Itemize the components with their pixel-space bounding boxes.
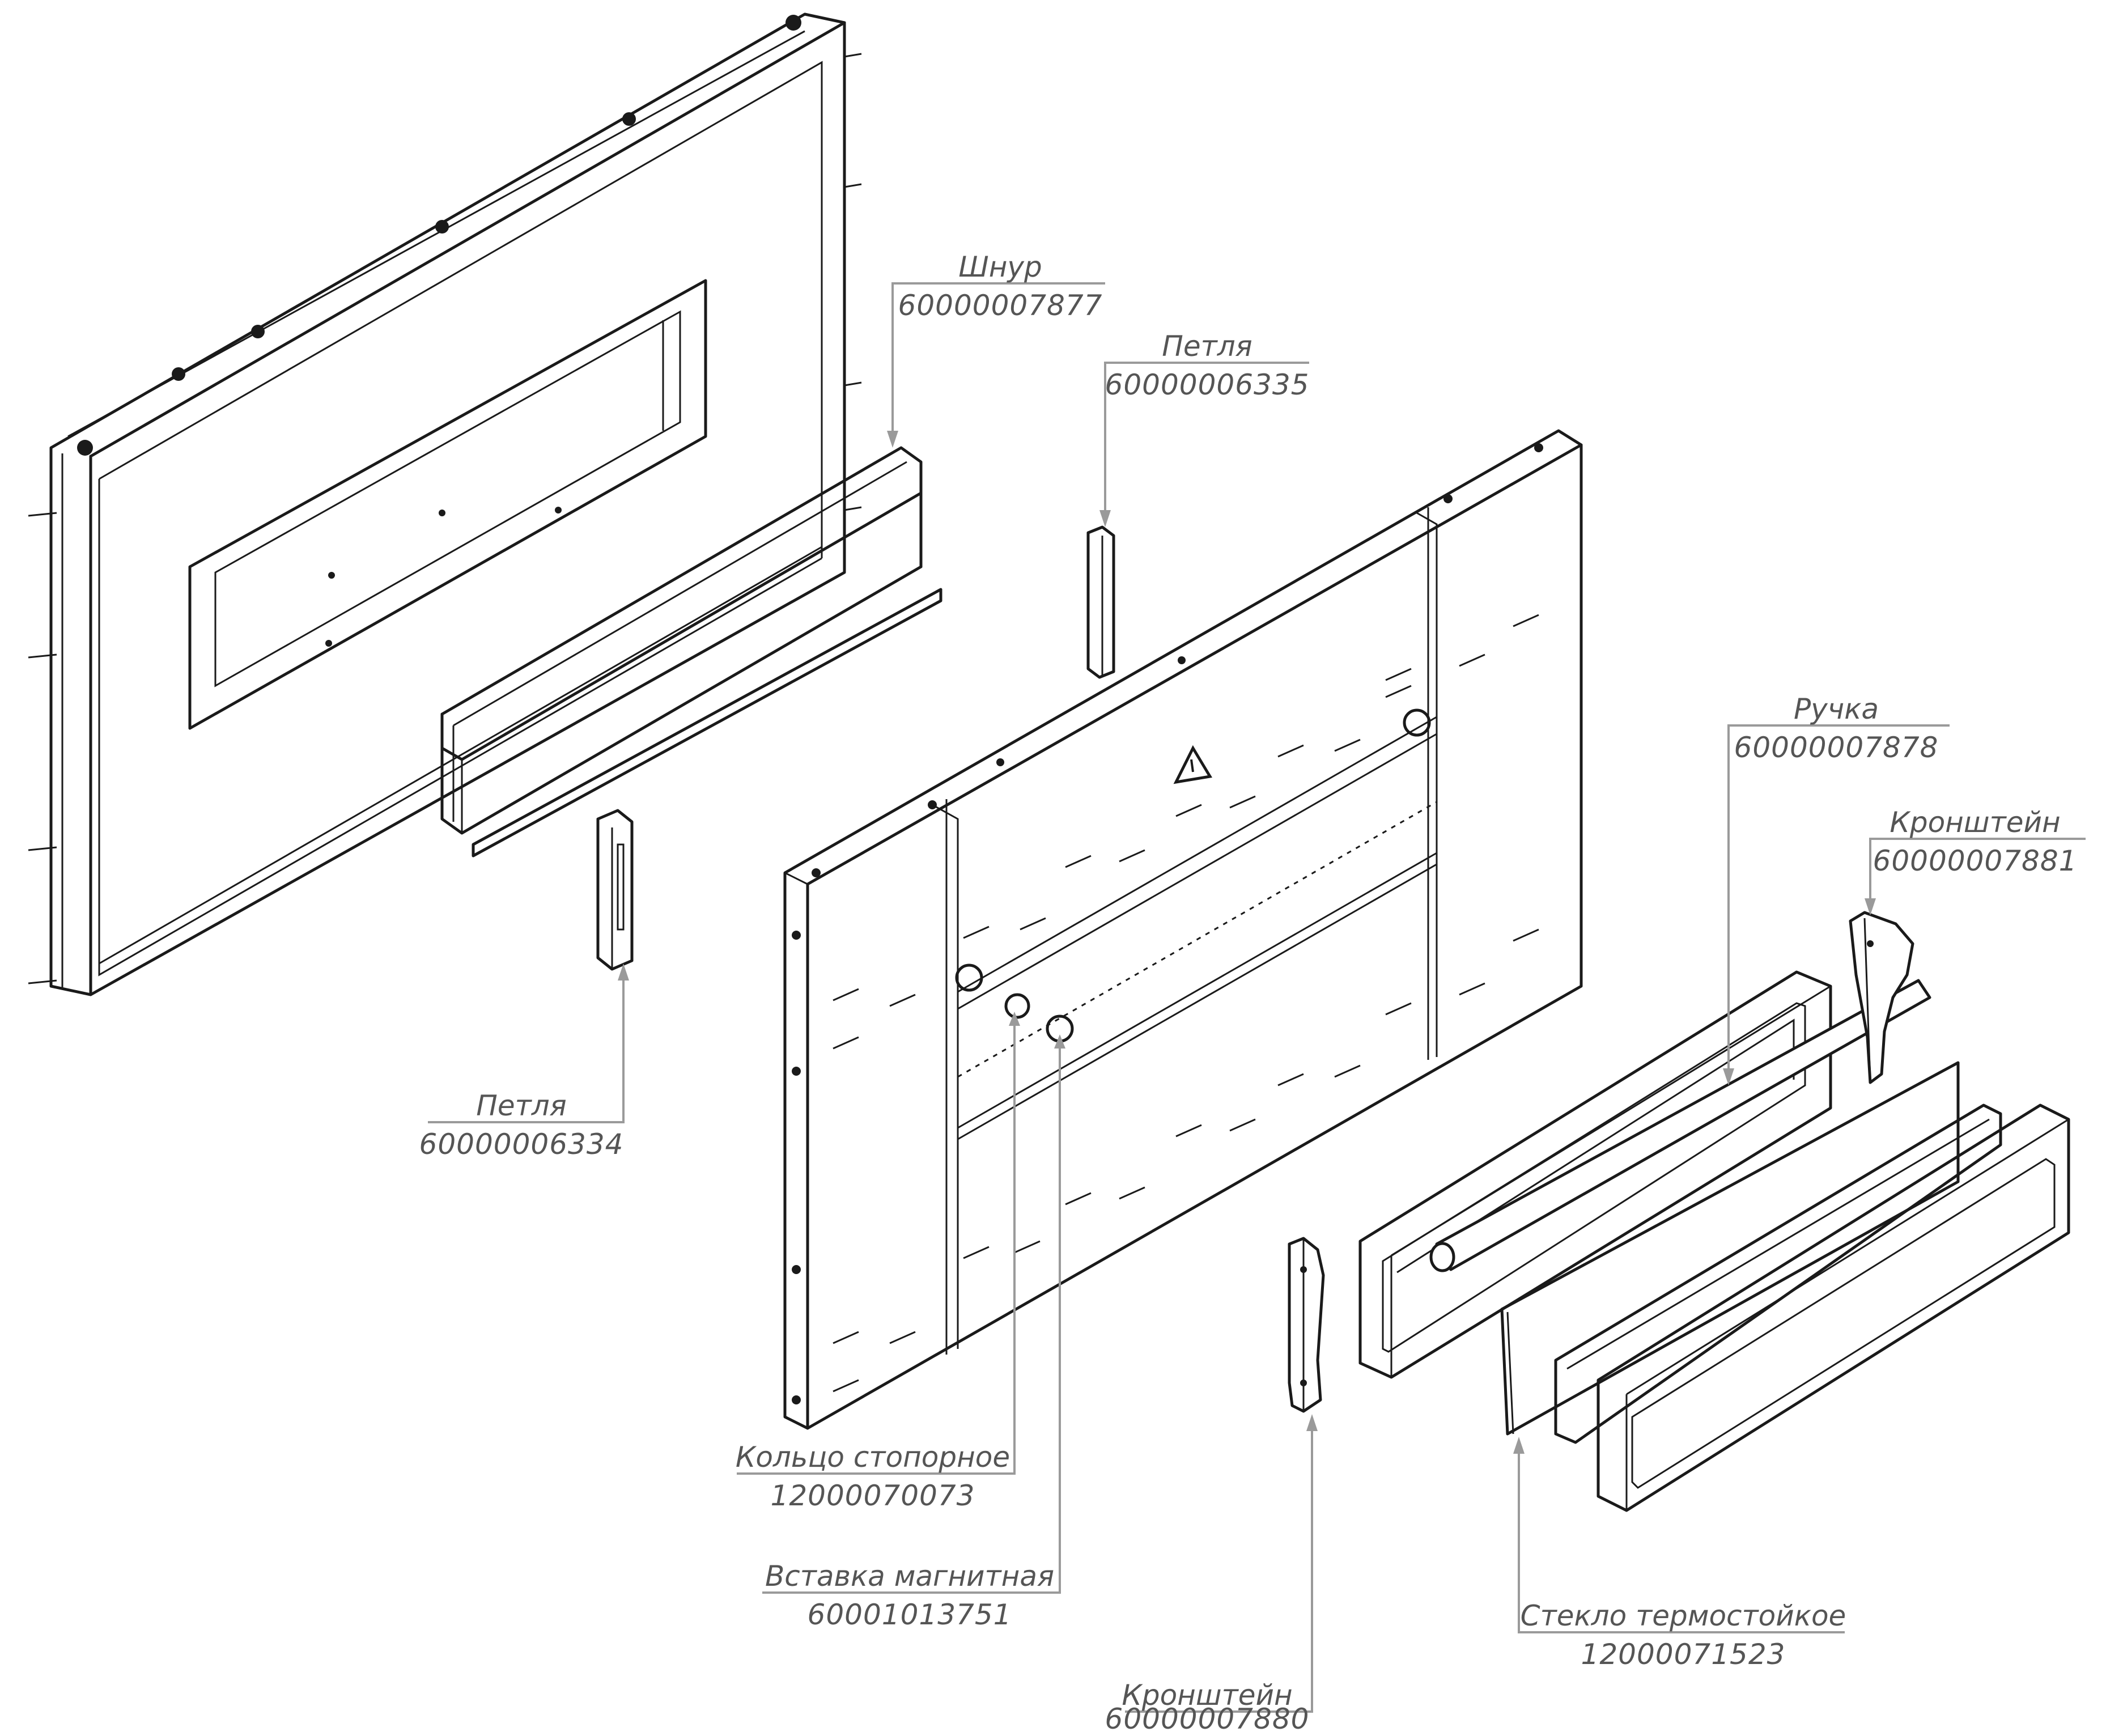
callout-name: Петля	[476, 1089, 567, 1122]
glass-outer-frame	[1597, 1103, 2070, 1512]
callout-hinge-top: Петля 60000006335	[1105, 330, 1310, 401]
callout-heat-glass: Стекло термостойкое 12000071523	[1521, 1599, 1846, 1671]
callout-magnetic-insert: Вставка магнитная 60001013751	[765, 1560, 1054, 1631]
callout-code: 60001013751	[808, 1598, 1012, 1631]
callout-code: 12000070073	[771, 1479, 975, 1512]
leader-lines	[428, 282, 2086, 1713]
hinge-top	[1086, 525, 1115, 679]
handle-bar	[1429, 979, 1931, 1272]
callout-name: Стекло термостойкое	[1521, 1599, 1846, 1632]
callout-retaining-ring: Кольцо стопорное 12000070073	[736, 1441, 1010, 1512]
callout-code: 60000007877	[898, 289, 1103, 322]
callout-code: 60000007878	[1734, 731, 1939, 764]
callout-name: Петля	[1162, 330, 1252, 363]
callout-name: Ручка	[1794, 693, 1879, 725]
back-door-frame	[28, 12, 862, 996]
callout-name: Кронштейн	[1122, 1679, 1292, 1712]
callout-name: Кронштейн	[1890, 806, 2060, 839]
heat-resistant-glass	[1500, 1061, 2002, 1444]
warning-triangle-icon	[1173, 745, 1213, 784]
callout-handle: Ручка 60000007878	[1734, 693, 1939, 764]
cord-gasket	[440, 446, 942, 858]
callout-hinge-left: Петля 60000006334	[419, 1089, 624, 1161]
callout-code: 60000007880	[1105, 1703, 1310, 1735]
callout-bracket-bottom: Кронштейн 60000007880	[1105, 1679, 1310, 1735]
bracket-bottom	[1288, 1237, 1325, 1413]
callout-name: Вставка магнитная	[765, 1560, 1054, 1593]
hinge-left	[596, 809, 634, 971]
callout-code: 60000006334	[419, 1128, 624, 1161]
callout-cord: Шнур 60000007877	[898, 251, 1103, 322]
callout-name: Шнур	[958, 251, 1042, 283]
front-door-panel	[783, 429, 1583, 1430]
inner-door-frame	[1358, 970, 1832, 1379]
callout-bracket-right: Кронштейн 60000007881	[1873, 806, 2078, 877]
callout-code: 60000007881	[1873, 844, 2078, 877]
bracket-right	[1849, 911, 1914, 1084]
callout-code: 60000006335	[1105, 368, 1310, 401]
callout-code: 12000071523	[1581, 1638, 1786, 1671]
callout-name: Кольцо стопорное	[736, 1441, 1010, 1474]
